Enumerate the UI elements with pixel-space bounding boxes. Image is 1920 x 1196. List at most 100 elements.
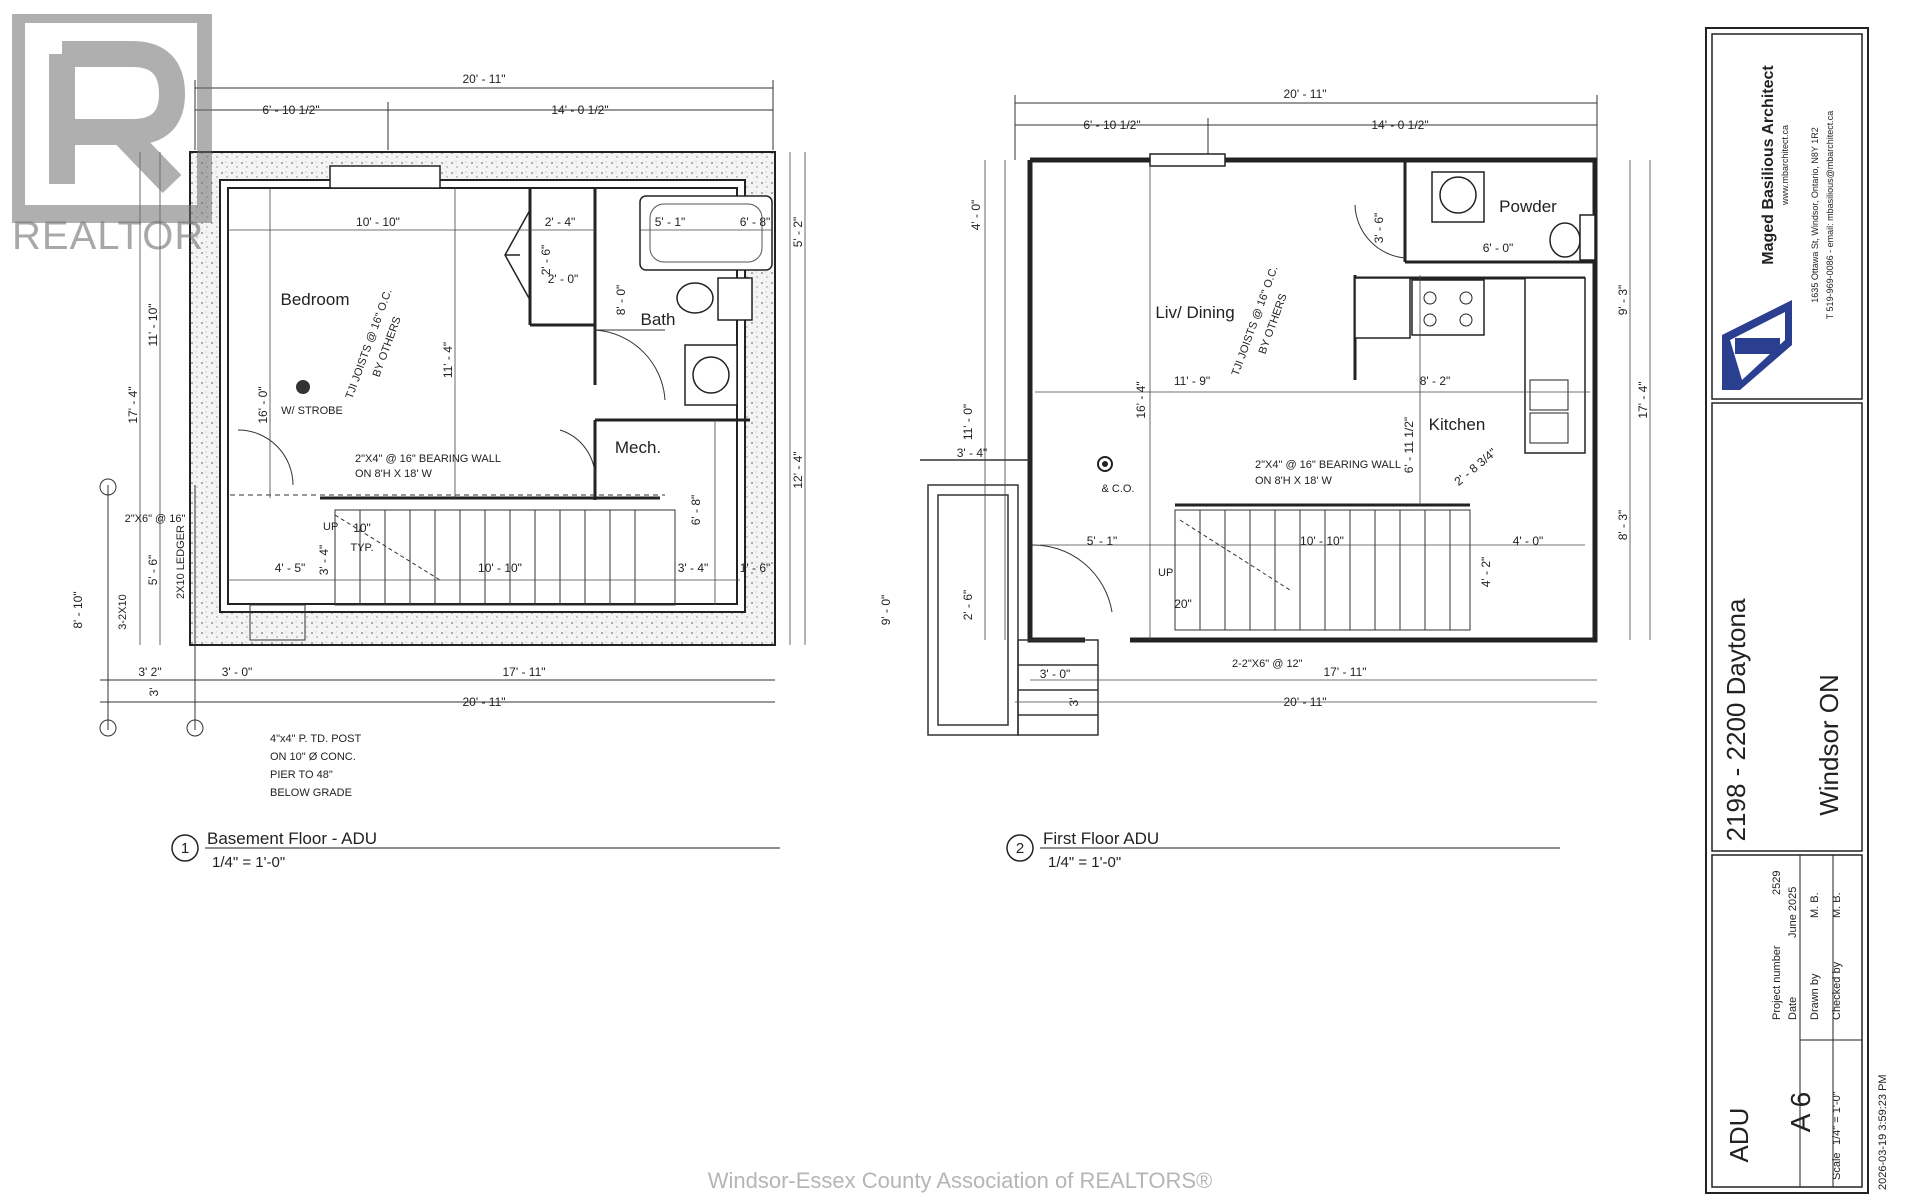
first-title-name: First Floor ADU (1043, 829, 1159, 848)
basement-note-bearing1: 2"X4" @ 16" BEARING WALL (355, 453, 501, 465)
basement-window (329, 165, 441, 189)
first-dim-kit-d: 6' - 11 1/2" (1402, 417, 1416, 473)
drawn-by-label: Drawn by (1809, 973, 1821, 1020)
first-note-bearing2: ON 8'H X 18' W (1255, 475, 1333, 487)
kitchen-counter (1354, 277, 1411, 339)
basement-note-post4: BELOW GRADE (270, 787, 352, 799)
first-note-bearing1: 2"X4" @ 16" BEARING WALL (1255, 459, 1401, 471)
first-top-dimensions (1014, 95, 1598, 160)
first-dim-liv-w: 11' - 9" (1174, 374, 1210, 388)
checked-by-label: Checked by (1831, 961, 1843, 1020)
project-city: Windsor ON (1814, 674, 1844, 816)
basement-dim-stair-3-4b: 3' - 4" (678, 561, 709, 575)
basement-dim-bed-depth: 16' - 0" (256, 386, 270, 423)
basement-dim-left-seg: 6' - 10 1/2" (262, 103, 319, 117)
first-title-marker (1006, 834, 1034, 862)
basement-note-beam: 3-2X10 (117, 594, 129, 629)
print-timestamp: 2026-03-19 3:59:23 PM (1877, 1074, 1889, 1190)
room-label-mech: Mech. (615, 438, 661, 457)
first-dim-stair-4-0: 4' - 0" (1513, 534, 1544, 548)
basement-note-strobe: W/ STROBE (281, 405, 343, 417)
first-stairs (1174, 509, 1471, 631)
mech-door-swing (559, 429, 596, 481)
basement-stairs (230, 494, 676, 606)
basement-dim-closet-w2: 2' - 0" (548, 272, 579, 286)
first-dim-right-17-4: 17' - 4" (1636, 381, 1650, 418)
entry-door-swing (1029, 544, 1113, 613)
first-interior-dimensions (984, 160, 1651, 703)
basement-note-post3: PIER TO 48" (270, 769, 333, 781)
basement-note-post2: ON 10" Ø CONC. (270, 751, 356, 763)
scale-label: Scale (1831, 1152, 1843, 1180)
first-floor-plan: 20' - 11" 6' - 10 1/2" 14' - 0 1/2" (879, 87, 1651, 871)
first-dim-right-9-3: 9' - 3" (1616, 285, 1630, 316)
first-exterior-walls (1027, 157, 1598, 643)
first-dim-stair-4-2: 4' - 2" (1479, 557, 1493, 588)
basement-exterior-beam (99, 478, 775, 737)
closet-bifold-door (504, 209, 531, 301)
basement-step-typ: TYP. (350, 542, 373, 554)
date-value: June 2025 (1787, 887, 1799, 938)
basement-note-ledger: 2X10 LEDGER (175, 525, 187, 599)
first-dim-left-9-0: 9' - 0" (879, 595, 893, 626)
basement-interior-walls (320, 188, 750, 500)
porch (920, 459, 1099, 736)
project-number-value: 2529 (1771, 871, 1783, 895)
basement-foundation-wall (189, 151, 776, 646)
basement-dim-stair-3-4a: 3' - 4" (317, 545, 331, 576)
bedroom-door-swing (237, 429, 294, 486)
bathtub (639, 195, 773, 271)
first-title-scale: 1/4" = 1'-0" (1048, 854, 1121, 871)
first-dim-kit-w: 8' - 2" (1420, 374, 1451, 388)
bath-toilet (676, 282, 714, 314)
project-address: 2198 - 2200 Daytona (1721, 598, 1751, 841)
basement-interior-dimensions (139, 152, 806, 645)
first-dim-left-seg: 6' - 10 1/2" (1083, 118, 1140, 132)
basement-dim-left-17-4: 17' - 4" (126, 386, 140, 423)
first-dim-left-3-4: 3' - 4" (957, 446, 988, 460)
basement-dim-left-5-6: 5' - 6" (146, 555, 160, 586)
basement-dim-stair-10-10: 10' - 10" (478, 561, 522, 575)
sheet-number: A 6 (1785, 1092, 1816, 1132)
basement-dim-right-seg: 14' - 0 1/2" (551, 103, 608, 117)
realtor-watermark-text: REALTOR (12, 214, 205, 258)
basement-note-bearing2: ON 8'H X 18' W (355, 468, 433, 480)
kitchen-sink-counter (1524, 277, 1586, 454)
basement-dim-stair-4-5: 4' - 5" (275, 561, 306, 575)
first-note-up: UP (1158, 567, 1173, 579)
room-label-bedroom: Bedroom (281, 290, 350, 309)
room-label-liv-dining: Liv/ Dining (1155, 303, 1234, 322)
checked-by-value: M. B. (1831, 892, 1843, 918)
basement-dim-closet-d: 2' - 6" (539, 245, 553, 276)
architect-website: www.mbarchitect.ca (1780, 125, 1790, 206)
powder-toilet (1549, 222, 1581, 258)
basement-plan: 20' - 11" 6' - 10 1/2" 14' - 0 1/2" (71, 72, 806, 871)
title-block: Maged Basilious Architect www.mbarchitec… (1705, 27, 1889, 1194)
first-note-beam: 2-2"X6" @ 12" (1232, 658, 1303, 670)
first-dim-stair-10-10: 10' - 10" (1300, 534, 1344, 548)
basement-dim-height-mid: 11' - 4" (441, 342, 455, 378)
first-dim-bot-20-11: 20' - 11" (1283, 695, 1326, 709)
smoke-detector-icon (296, 380, 310, 394)
basement-dim-bot-17-11: 17' - 11" (502, 665, 545, 679)
first-note-co: & C.O. (1101, 483, 1134, 495)
architect-address: 1635 Ottawa St, Windsor, Ontario, N8Y 1R… (1810, 127, 1820, 302)
first-dim-step-20: 20" (1174, 597, 1192, 611)
basement-note-up: UP (323, 521, 338, 533)
room-label-powder: Powder (1499, 197, 1557, 216)
first-dim-stair-5-1: 5' - 1" (1087, 534, 1118, 548)
basement-dim-left-8-10: 8' - 10" (71, 591, 85, 628)
first-dim-porch-3: 3' (1067, 698, 1081, 707)
first-dim-overall-top: 20' - 11" (1283, 87, 1326, 101)
realtor-r-icon (7, 5, 215, 223)
basement-title-name: Basement Floor - ADU (207, 829, 377, 848)
date-label: Date (1787, 997, 1799, 1020)
drawn-by-value: M. B. (1809, 892, 1821, 918)
first-title-num: 2 (1016, 840, 1024, 857)
first-dim-bot-17-11: 17' - 11" (1323, 665, 1366, 679)
realtor-watermark-logo: REALTOR (7, 5, 215, 264)
basement-dim-closet-w1: 2' - 4" (545, 215, 576, 229)
first-dim-left-11-0: 11' - 0" (961, 404, 975, 440)
basement-dim-bot-3-v: 3' (147, 688, 161, 697)
basement-title-scale: 1/4" = 1'-0" (212, 854, 285, 871)
